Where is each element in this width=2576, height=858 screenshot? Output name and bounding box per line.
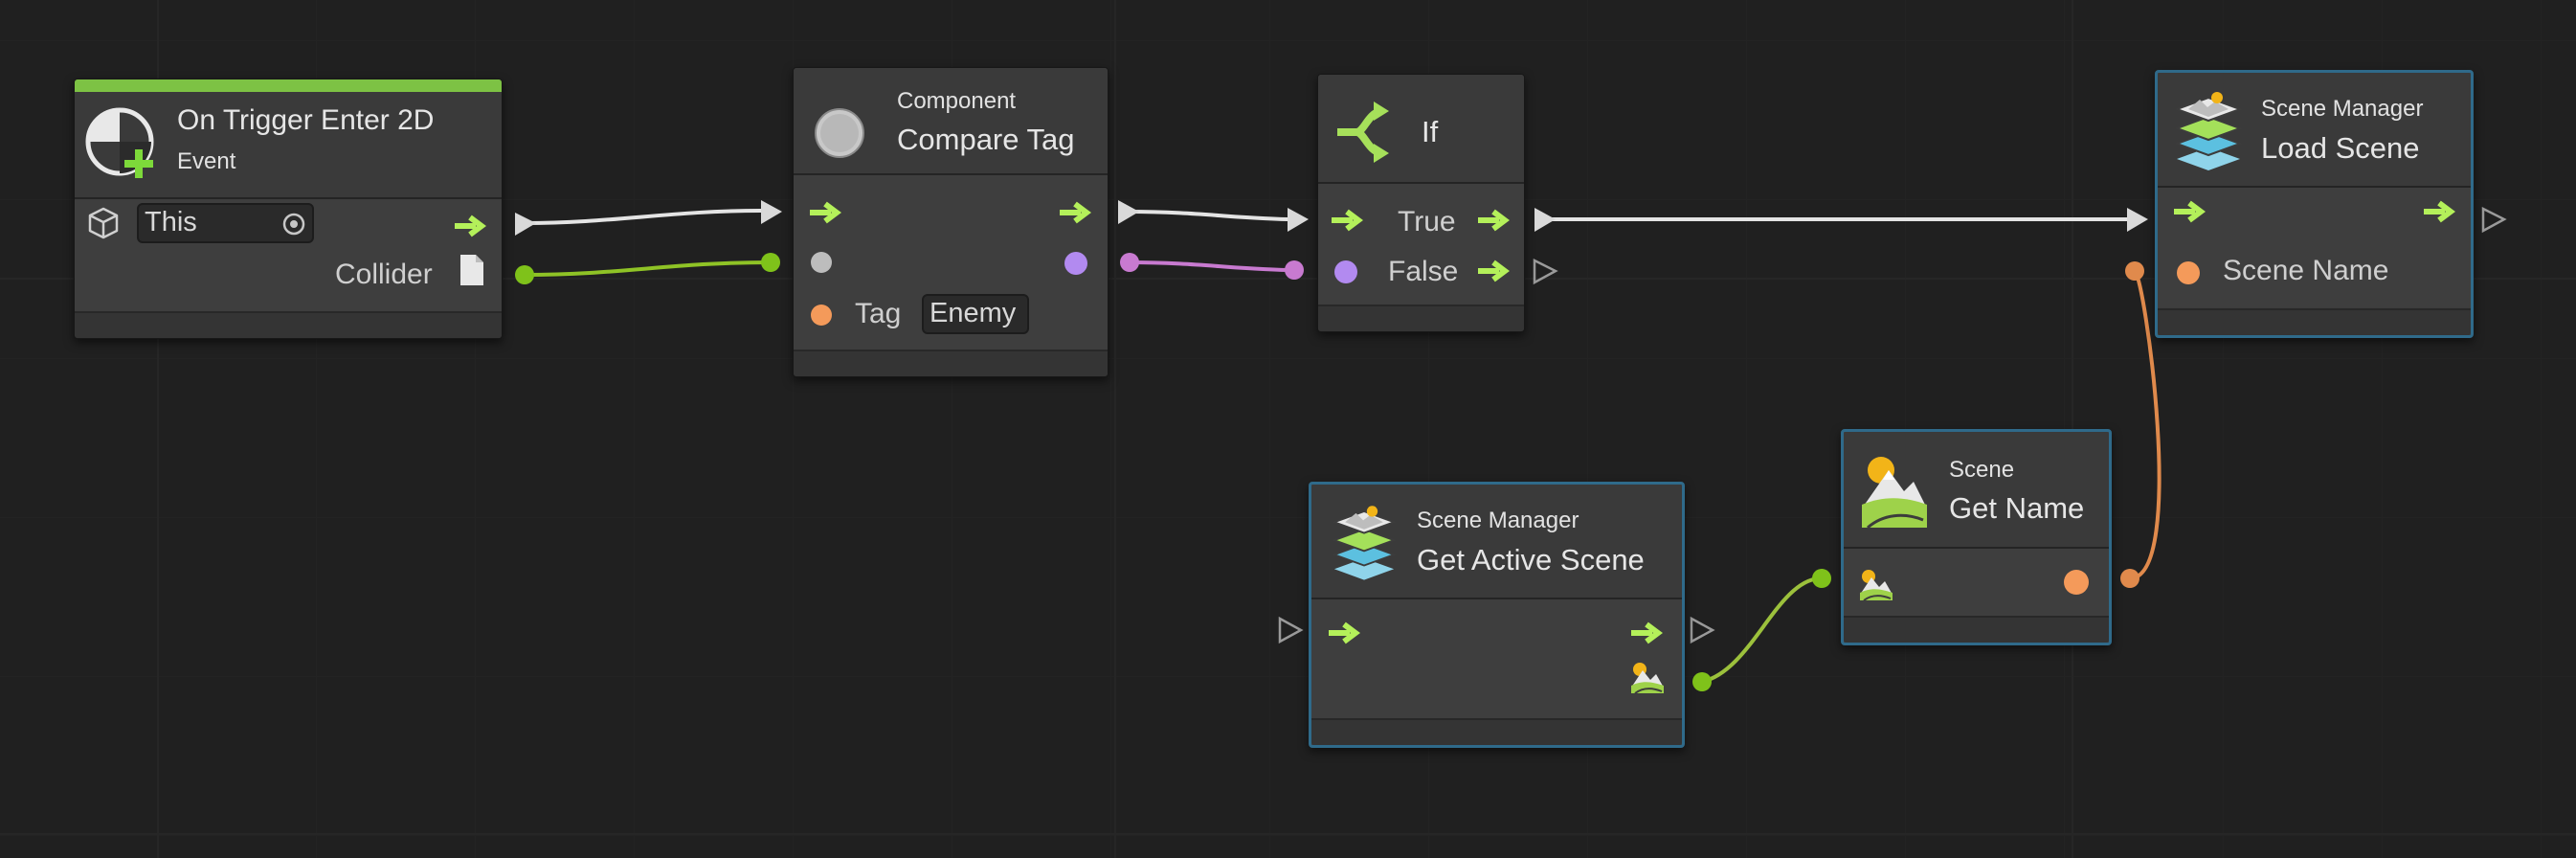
node-title: Get Active Scene <box>1417 543 1645 576</box>
tag-value: Enemy <box>930 298 1017 328</box>
compare-tag-node[interactable]: Component Compare Tag Tag Enemy <box>793 67 1109 377</box>
trigger-event-icon <box>85 107 154 178</box>
true-output-arrow-icon[interactable] <box>1476 208 1512 233</box>
component-circle-icon <box>815 108 864 158</box>
node-title: If <box>1422 115 1439 148</box>
boolean-wire <box>1128 260 1296 272</box>
node-subtitle: Event <box>177 148 236 174</box>
node-title: Compare Tag <box>897 123 1075 156</box>
node-category: Component <box>897 88 1017 114</box>
get-active-scene-node[interactable]: Scene Manager Get Active Scene <box>1309 482 1685 748</box>
node-footer <box>75 311 502 338</box>
node-body: True False <box>1318 184 1524 306</box>
boolean-output-port[interactable] <box>1064 252 1087 275</box>
flow-wire-trigger-compare <box>523 209 763 225</box>
object-picker-icon[interactable] <box>282 213 305 236</box>
flow-output-arrow-icon[interactable] <box>1058 200 1094 225</box>
scene-landscape-icon <box>1862 457 1927 528</box>
scene-manager-layers-icon <box>2175 92 2242 170</box>
flow-output-arrow-icon[interactable] <box>1629 621 1666 645</box>
cube-icon <box>88 207 119 239</box>
node-header[interactable]: Component Compare Tag <box>794 68 1108 175</box>
flow-input-arrow-icon[interactable] <box>1327 621 1363 645</box>
node-footer <box>2158 308 2471 335</box>
node-body: Scene Name <box>2158 188 2471 307</box>
on-trigger-enter-2d-node[interactable]: On Trigger Enter 2D Event This Collider <box>74 79 503 339</box>
tag-label: Tag <box>855 298 902 329</box>
target-value: This <box>145 207 197 237</box>
node-footer <box>1318 305 1524 331</box>
condition-input-port[interactable] <box>1334 260 1357 283</box>
flow-wire-compare-if <box>1128 210 1296 221</box>
collider-wire <box>523 260 773 277</box>
node-title: Get Name <box>1949 491 2085 525</box>
flow-input-arrow-icon[interactable] <box>808 200 844 225</box>
event-color-bar <box>75 79 502 92</box>
collider-output-label: Collider <box>335 259 433 290</box>
flow-input-arrow-icon[interactable] <box>2172 199 2208 224</box>
scene-manager-layers-icon <box>1333 506 1396 580</box>
node-body <box>1844 549 2109 621</box>
node-header[interactable]: If <box>1318 75 1524 184</box>
false-output-arrow-icon[interactable] <box>1476 259 1512 283</box>
node-category: Scene <box>1949 457 2015 483</box>
node-header[interactable]: Scene Manager Get Active Scene <box>1311 485 1682 599</box>
false-label: False <box>1388 256 1459 287</box>
node-category: Scene Manager <box>2261 96 2424 122</box>
scene-wire <box>1700 576 1821 684</box>
string-output-port[interactable] <box>2064 570 2089 595</box>
node-body: This Collider <box>75 199 502 313</box>
node-footer <box>1311 718 1682 745</box>
branch-arrows-icon <box>1337 102 1389 163</box>
scene-landscape-icon <box>1631 663 1664 694</box>
node-header[interactable]: Scene Manager Load Scene <box>2158 73 2471 188</box>
get-name-node[interactable]: Scene Get Name <box>1841 429 2112 645</box>
node-title: On Trigger Enter 2D <box>177 104 435 136</box>
node-header[interactable]: Scene Get Name <box>1844 432 2109 549</box>
document-icon <box>460 255 483 285</box>
node-title: Load Scene <box>2261 131 2420 165</box>
if-node[interactable]: If True False <box>1317 74 1525 332</box>
object-input-port[interactable] <box>811 252 832 273</box>
tag-field[interactable]: Enemy <box>922 294 1029 334</box>
node-footer <box>1844 616 2109 643</box>
load-scene-node[interactable]: Scene Manager Load Scene Scene Name <box>2155 70 2474 338</box>
scene-name-input-port[interactable] <box>2177 261 2200 284</box>
true-label: True <box>1398 206 1456 237</box>
node-body <box>1311 599 1682 720</box>
node-body: Tag Enemy <box>794 175 1108 351</box>
scene-name-label: Scene Name <box>2223 255 2389 286</box>
flow-input-arrow-icon[interactable] <box>1330 208 1366 233</box>
flow-output-arrow-icon[interactable] <box>2422 199 2458 224</box>
flow-output-arrow-icon[interactable] <box>453 214 489 238</box>
node-header[interactable]: On Trigger Enter 2D Event <box>75 92 502 199</box>
node-footer <box>794 350 1108 376</box>
tag-input-port[interactable] <box>811 305 832 326</box>
node-category: Scene Manager <box>1417 508 1579 533</box>
scene-landscape-icon[interactable] <box>1858 566 1894 602</box>
